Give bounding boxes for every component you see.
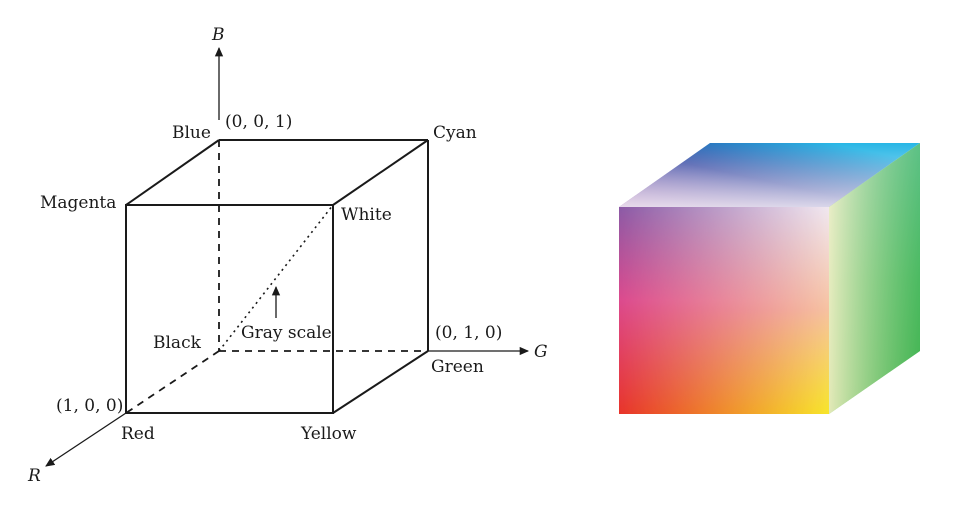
vertex-label-blue: Blue [172, 123, 211, 143]
edge-green-yellow [332, 350, 429, 414]
vertex-label-black: Black [153, 333, 202, 353]
gray-scale-diagonal [218, 204, 334, 352]
cube-right-face-highlight [829, 143, 920, 414]
vertex-label-yellow: Yellow [300, 424, 357, 444]
gray-scale-label: Gray scale [241, 323, 332, 343]
b-axis-label: B [211, 25, 225, 45]
cube-top-face-highlight [619, 143, 920, 207]
coord-label-blue: (0, 0, 1) [225, 112, 292, 132]
cube-front-face [125, 204, 334, 414]
vertex-label-magenta: Magenta [40, 193, 116, 213]
g-axis-label: G [534, 342, 548, 362]
vertex-label-cyan: Cyan [433, 123, 477, 143]
rgb-color-cube [619, 143, 920, 414]
edge-magenta-blue [125, 139, 220, 206]
coord-label-red: (1, 0, 0) [56, 396, 123, 416]
cube-front-face-blend [619, 207, 829, 414]
edge-black-red [125, 350, 220, 414]
r-axis-label: R [27, 466, 41, 486]
edge-cyan-white [332, 139, 429, 206]
r-axis-arrow [45, 412, 127, 467]
vertex-label-green: Green [431, 357, 484, 377]
vertex-label-white: White [341, 205, 392, 225]
coord-label-green: (0, 1, 0) [435, 323, 502, 343]
rgb-cube-diagram: B G R Blue (0, 0, 1) Cyan Magenta White … [27, 25, 548, 486]
vertex-label-red: Red [121, 424, 155, 444]
